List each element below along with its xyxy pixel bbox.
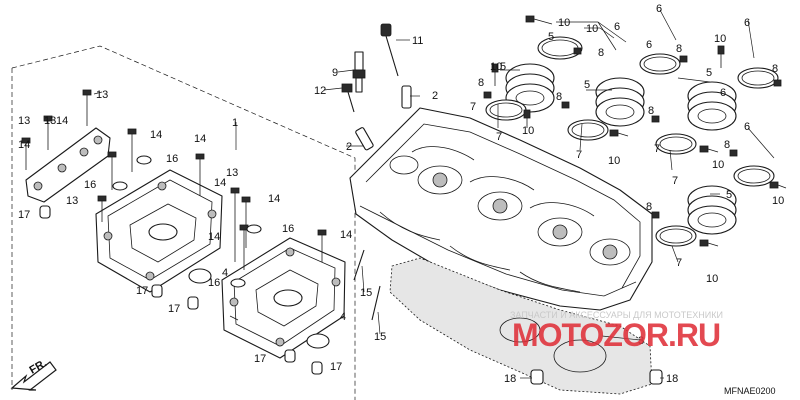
callout-7f: 7	[654, 143, 660, 155]
callout-8e: 8	[556, 91, 562, 103]
callout-16d: 16	[208, 277, 220, 289]
callout-17d: 17	[254, 353, 266, 365]
callout-6e: 6	[646, 39, 652, 51]
clamp-screws	[483, 47, 782, 219]
callout-1: 1	[232, 117, 238, 129]
callout-10b: 10	[586, 23, 598, 35]
head-cover-left	[95, 169, 223, 293]
callout-14e: 14	[268, 193, 280, 205]
callout-8g: 8	[724, 139, 730, 151]
cover-bracket	[25, 127, 111, 203]
leader-lines	[93, 9, 775, 379]
cover-bolts	[21, 89, 327, 270]
callout-16c: 16	[282, 223, 294, 235]
callout-10c: 10	[714, 33, 726, 45]
callout-7e: 7	[470, 101, 476, 113]
callout-17e: 17	[330, 361, 342, 373]
callout-13d: 13	[66, 195, 78, 207]
callout-6d: 6	[744, 121, 750, 133]
callout-15b: 15	[374, 331, 386, 343]
callout-8c: 8	[772, 63, 778, 75]
callout-14d: 14	[214, 177, 226, 189]
callout-3: 3	[638, 335, 644, 347]
callout-18a: 18	[504, 373, 516, 385]
callout-14f: 14	[208, 231, 220, 243]
callout-7a: 7	[496, 131, 502, 143]
callout-10h: 10	[772, 195, 784, 207]
callout-14a: 14	[56, 115, 68, 127]
spark-plug	[352, 51, 366, 93]
cover-grommets	[39, 205, 323, 375]
cylinder-head	[349, 107, 653, 311]
watermark-subtitle: ЗАПЧАСТИ И АКСЕССУАРЫ ДЛЯ МОТОТЕХНИКИ	[510, 310, 723, 320]
callout-10e: 10	[522, 125, 534, 137]
callout-10f: 10	[608, 155, 620, 167]
callout-10d: 10	[490, 61, 502, 73]
callout-15a: 15	[360, 287, 372, 299]
diagram-code: MFNAE0200	[724, 386, 776, 396]
callout-10i: 10	[706, 273, 718, 285]
callout-18b: 18	[666, 373, 678, 385]
callout-2a: 2	[432, 90, 438, 102]
callout-6f: 6	[720, 87, 726, 99]
insulator-bands	[485, 36, 779, 247]
fr-arrow-icon	[10, 361, 57, 391]
cover-assembly-outline	[11, 45, 356, 400]
callout-10a: 10	[558, 17, 570, 29]
callout-4a: 4	[222, 267, 228, 279]
callout-8f: 8	[648, 105, 654, 117]
callout-2b: 2	[346, 141, 352, 153]
callout-14b: 14	[150, 129, 162, 141]
callout-labels: 1 2 2 3 4 4 5 5 5 5 5 6 6 6 6 6 6 7 7 7 …	[18, 3, 784, 385]
callout-10g: 10	[712, 159, 724, 171]
callout-6b: 6	[656, 3, 662, 15]
cover-washers	[112, 155, 262, 288]
callout-12: 12	[314, 85, 326, 97]
callout-8h: 8	[646, 201, 652, 213]
callout-7b: 7	[576, 149, 582, 161]
exhaust-stud	[380, 23, 399, 77]
callout-5d: 5	[726, 189, 732, 201]
callout-9: 9	[332, 67, 338, 79]
callout-14g: 14	[340, 229, 352, 241]
callout-5c: 5	[706, 67, 712, 79]
gasket-bores	[499, 317, 607, 373]
head-cover-right	[221, 237, 346, 359]
callout-16a: 16	[166, 153, 178, 165]
callout-14h: 14	[18, 139, 30, 151]
watermark-logo: MOTOZOR.RU	[512, 317, 720, 353]
callout-17b: 17	[136, 285, 148, 297]
callout-13a: 13	[96, 89, 108, 101]
sealing-bolt	[341, 83, 355, 113]
head-gasket	[389, 257, 653, 395]
plug-hole-seals	[188, 268, 330, 349]
dowel-pin-upper	[355, 85, 412, 151]
callout-4b: 4	[340, 311, 346, 323]
callout-7c: 7	[672, 175, 678, 187]
stud-bolts	[353, 249, 381, 321]
callout-8a: 8	[598, 47, 604, 59]
front-direction-arrow: FR.	[10, 357, 57, 391]
callout-13b: 13	[44, 115, 56, 127]
callout-8d: 8	[478, 77, 484, 89]
callout-17c: 17	[168, 303, 180, 315]
callout-8b: 8	[676, 43, 682, 55]
callout-6c: 6	[744, 17, 750, 29]
callout-5b: 5	[584, 79, 590, 91]
dowel-pins	[530, 369, 663, 385]
callout-5e: 5	[548, 31, 554, 43]
callout-16b: 16	[84, 179, 96, 191]
callout-17a: 17	[18, 209, 30, 221]
callout-7d: 7	[676, 257, 682, 269]
band-bolts	[491, 15, 787, 247]
callout-13e: 13	[226, 167, 238, 179]
callout-6a: 6	[614, 21, 620, 33]
intake-insulators	[505, 63, 737, 235]
callout-5a: 5	[500, 61, 506, 73]
watermark: ЗАПЧАСТИ И АКСЕССУАРЫ ДЛЯ МОТОТЕХНИКИ MO…	[510, 310, 723, 353]
callout-11: 11	[412, 35, 423, 47]
callout-13c: 13	[18, 115, 30, 127]
callout-14c: 14	[194, 133, 206, 145]
